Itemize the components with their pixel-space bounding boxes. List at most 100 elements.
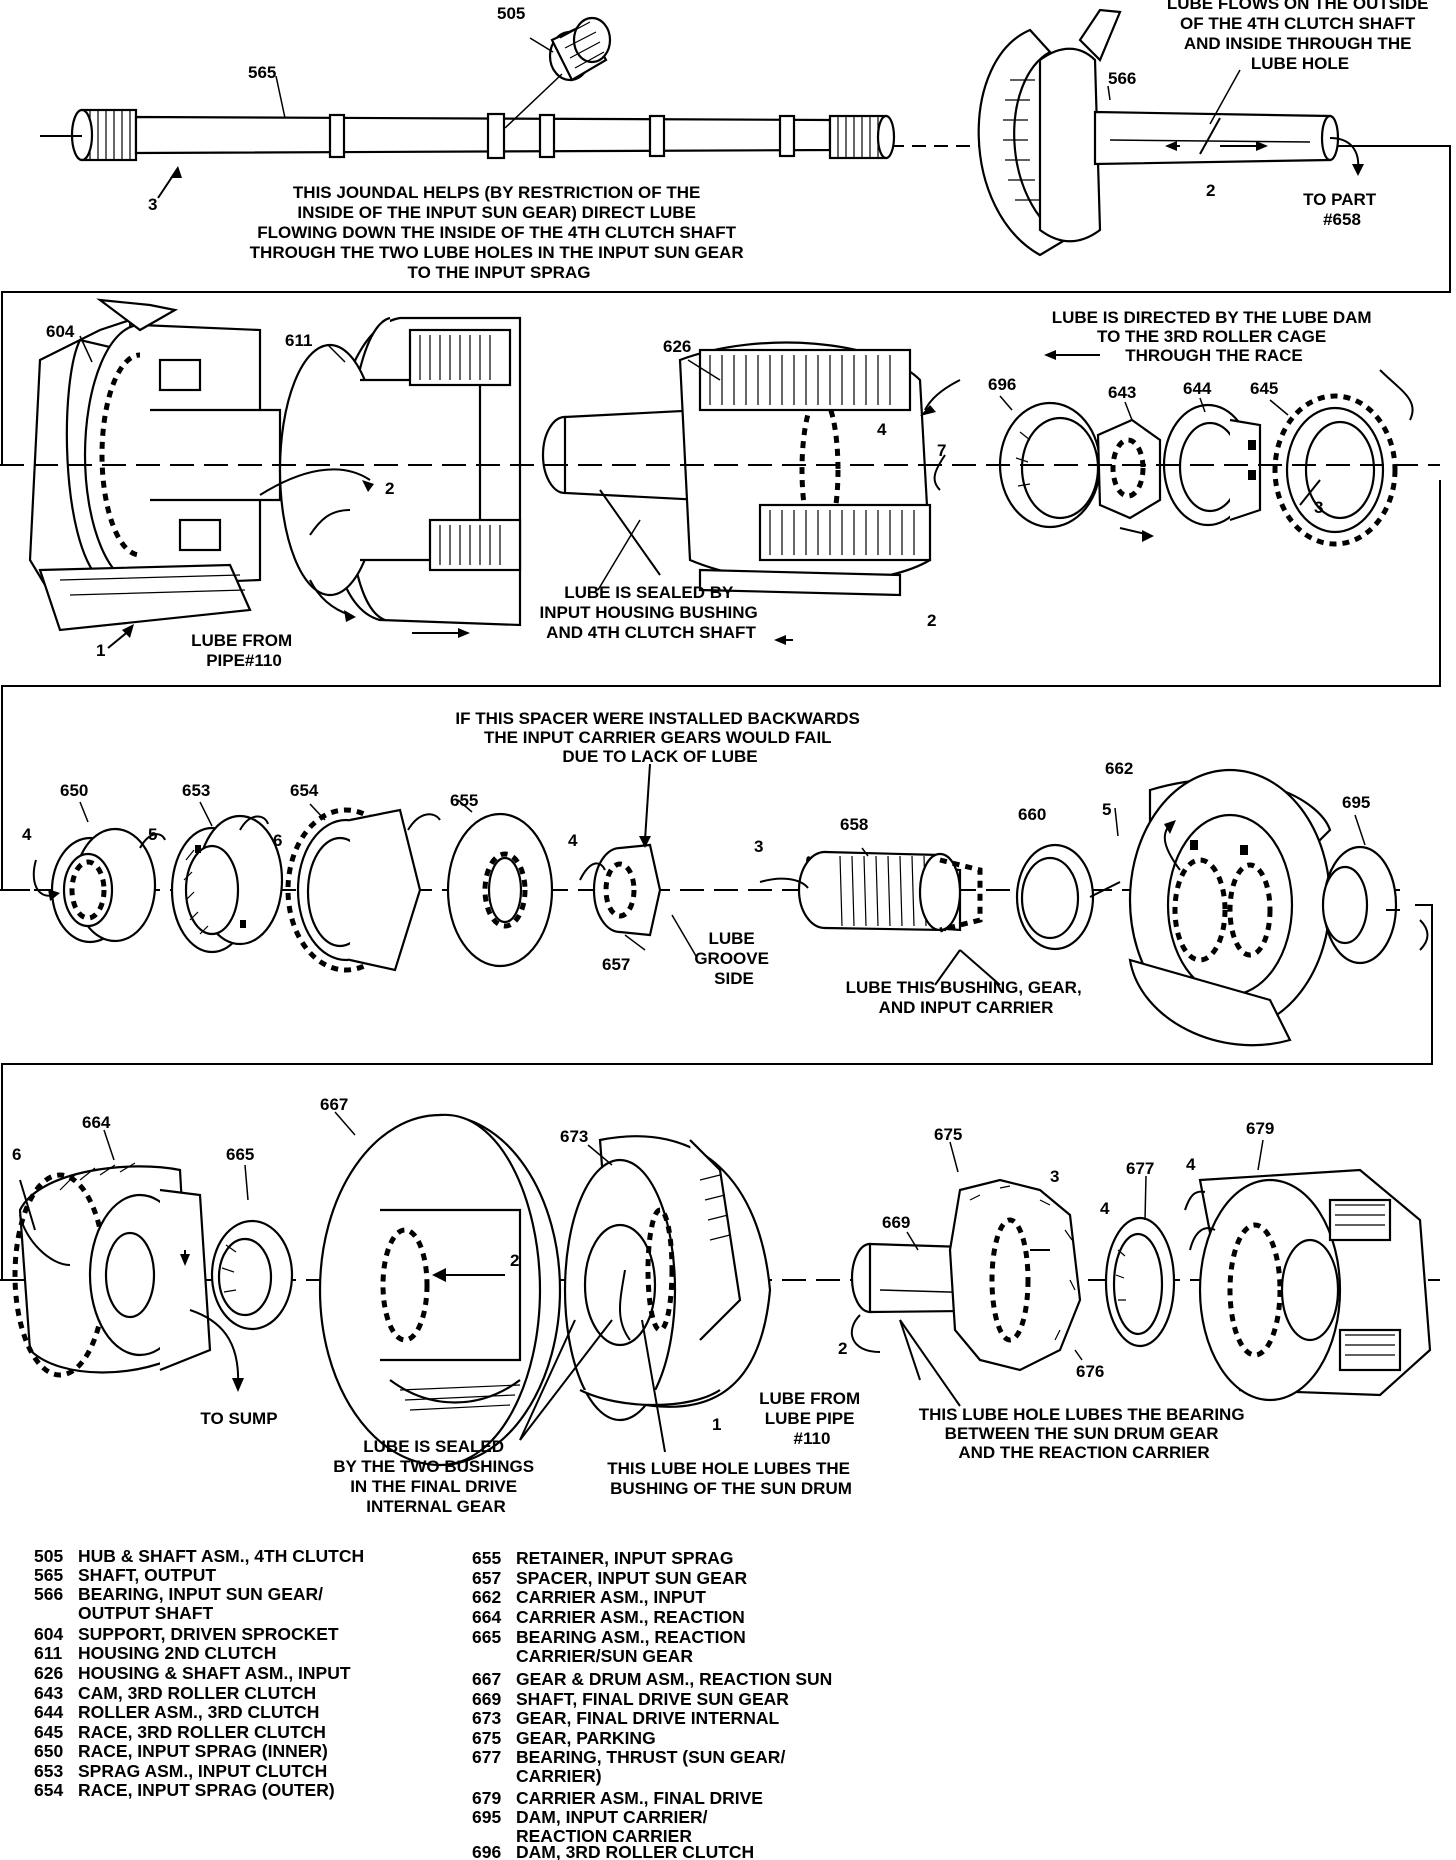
- svg-text:626: 626: [34, 1663, 63, 1683]
- callout-6: 6: [273, 831, 282, 850]
- svg-text:679: 679: [472, 1788, 501, 1808]
- note-to-sump: TO SUMP: [200, 1409, 277, 1428]
- svg-text:667: 667: [472, 1669, 501, 1689]
- svg-text:662: 662: [472, 1587, 501, 1607]
- callout-5: 5: [1102, 800, 1111, 819]
- part-657-spacer-input-sun-gear: [592, 843, 662, 937]
- callout-565: 565: [248, 63, 276, 82]
- callout-2: 2: [927, 611, 936, 630]
- part-645-race-3rd-roller-clutch: [1272, 393, 1398, 547]
- svg-text:REACTION CARRIER: REACTION CARRIER: [516, 1826, 692, 1846]
- svg-text:RACE, 3RD ROLLER CLUTCH: RACE, 3RD ROLLER CLUTCH: [78, 1722, 326, 1742]
- svg-text:657: 657: [472, 1568, 501, 1588]
- svg-text:SUPPORT, DRIVEN SPROCKET: SUPPORT, DRIVEN SPROCKET: [78, 1624, 339, 1644]
- callout-662: 662: [1105, 759, 1133, 778]
- part-626-housing-shaft-input: [541, 341, 932, 597]
- callout-655: 655: [450, 791, 478, 810]
- callout-643: 643: [1108, 383, 1136, 402]
- callout-7: 7: [937, 441, 946, 460]
- svg-text:675: 675: [472, 1728, 501, 1748]
- note-lube-groove-side: LUBE GROOVE SIDE: [694, 929, 773, 988]
- svg-text:OUTPUT SHAFT: OUTPUT SHAFT: [78, 1603, 213, 1623]
- row-3-sprag: [0, 763, 1429, 1047]
- callout-667: 667: [320, 1095, 348, 1114]
- callout-6: 6: [12, 1145, 21, 1164]
- part-664-carrier-asm-reaction: [12, 1162, 212, 1378]
- callout-660: 660: [1018, 805, 1046, 824]
- part-673-gear-final-drive-internal: [563, 1135, 772, 1422]
- note-sun-drum: THIS LUBE HOLE LUBES THE BUSHING OF THE …: [607, 1459, 854, 1498]
- svg-text:604: 604: [34, 1624, 63, 1644]
- callout-labels: 505 565 3 566 2 604 611 2 1 626 4 7 2 69…: [12, 4, 1370, 1434]
- callout-3: 3: [148, 195, 157, 214]
- svg-text:611: 611: [34, 1643, 62, 1663]
- svg-text:645: 645: [34, 1722, 63, 1742]
- svg-text:650: 650: [34, 1741, 63, 1761]
- callout-566: 566: [1108, 69, 1136, 88]
- callout-2: 2: [385, 479, 394, 498]
- callout-5: 5: [148, 825, 157, 844]
- callout-664: 664: [82, 1113, 111, 1132]
- svg-text:566: 566: [34, 1584, 63, 1604]
- part-667-gear-drum-asm: [318, 1113, 562, 1467]
- callout-604: 604: [46, 322, 75, 341]
- svg-text:664: 664: [472, 1607, 501, 1627]
- svg-text:DAM, 3RD ROLLER CLUTCH: DAM, 3RD ROLLER CLUTCH: [516, 1842, 754, 1860]
- part-653-sprag-asm-input-clutch: [170, 814, 284, 954]
- note-journal: THIS JOUNDAL HELPS (BY RESTRICTION OF TH…: [250, 183, 749, 282]
- callout-4: 4: [22, 825, 32, 844]
- svg-text:CARRIER ASM., INPUT: CARRIER ASM., INPUT: [516, 1587, 706, 1607]
- part-675-gear-parking: [948, 1178, 1082, 1372]
- callout-654: 654: [290, 781, 319, 800]
- svg-text:CAM, 3RD ROLLER CLUTCH: CAM, 3RD ROLLER CLUTCH: [78, 1683, 316, 1703]
- callout-611: 611: [285, 331, 312, 350]
- callout-2: 2: [838, 1339, 847, 1358]
- svg-text:673: 673: [472, 1708, 501, 1728]
- svg-text:GEAR & DRUM ASM., REACTION SUN: GEAR & DRUM ASM., REACTION SUN: [516, 1669, 832, 1689]
- callout-2: 2: [1206, 181, 1215, 200]
- callout-626: 626: [663, 337, 691, 356]
- note-lube-pipe-110: LUBE FROM LUBE PIPE #110: [759, 1389, 865, 1448]
- svg-text:CARRIER): CARRIER): [516, 1766, 602, 1786]
- svg-text:677: 677: [472, 1747, 501, 1767]
- legend-entry: 679 CARRIER ASM., FINAL DRIVE: [472, 1788, 763, 1808]
- legend-entry: 662 CARRIER ASM., INPUT: [472, 1587, 706, 1607]
- part-662-carrier-asm-input: [1128, 768, 1332, 1047]
- note-spacer: IF THIS SPACER WERE INSTALLED BACKWARDS …: [455, 709, 864, 766]
- callout-4: 4: [877, 420, 887, 439]
- part-679-carrier-asm-final-drive: [1198, 1168, 1432, 1402]
- callout-3: 3: [754, 837, 763, 856]
- callout-1: 1: [96, 641, 105, 660]
- svg-text:644: 644: [34, 1702, 63, 1722]
- callout-4: 4: [568, 831, 578, 850]
- part-505-hub-bearing: [548, 16, 612, 82]
- callout-4: 4: [1100, 1199, 1110, 1218]
- svg-text:CARRIER ASM., FINAL DRIVE: CARRIER ASM., FINAL DRIVE: [516, 1788, 763, 1808]
- part-566-bearing-input-sun-gear: [977, 8, 1340, 257]
- part-643-cam-3rd-roller-clutch: [1096, 418, 1162, 520]
- callout-653: 653: [182, 781, 210, 800]
- legend-entry: 645 RACE, 3RD ROLLER CLUTCH: [34, 1722, 326, 1742]
- note-sealed-final: LUBE IS SEALED BY THE TWO BUSHINGS IN TH…: [333, 1437, 539, 1516]
- svg-text:BEARING, THRUST (SUN GEAR/: BEARING, THRUST (SUN GEAR/: [516, 1747, 785, 1767]
- svg-text:655: 655: [472, 1548, 501, 1568]
- legend-entry: 604 SUPPORT, DRIVEN SPROCKET: [34, 1624, 339, 1644]
- svg-text:669: 669: [472, 1689, 501, 1709]
- svg-text:505: 505: [34, 1546, 63, 1566]
- callout-679: 679: [1246, 1119, 1274, 1138]
